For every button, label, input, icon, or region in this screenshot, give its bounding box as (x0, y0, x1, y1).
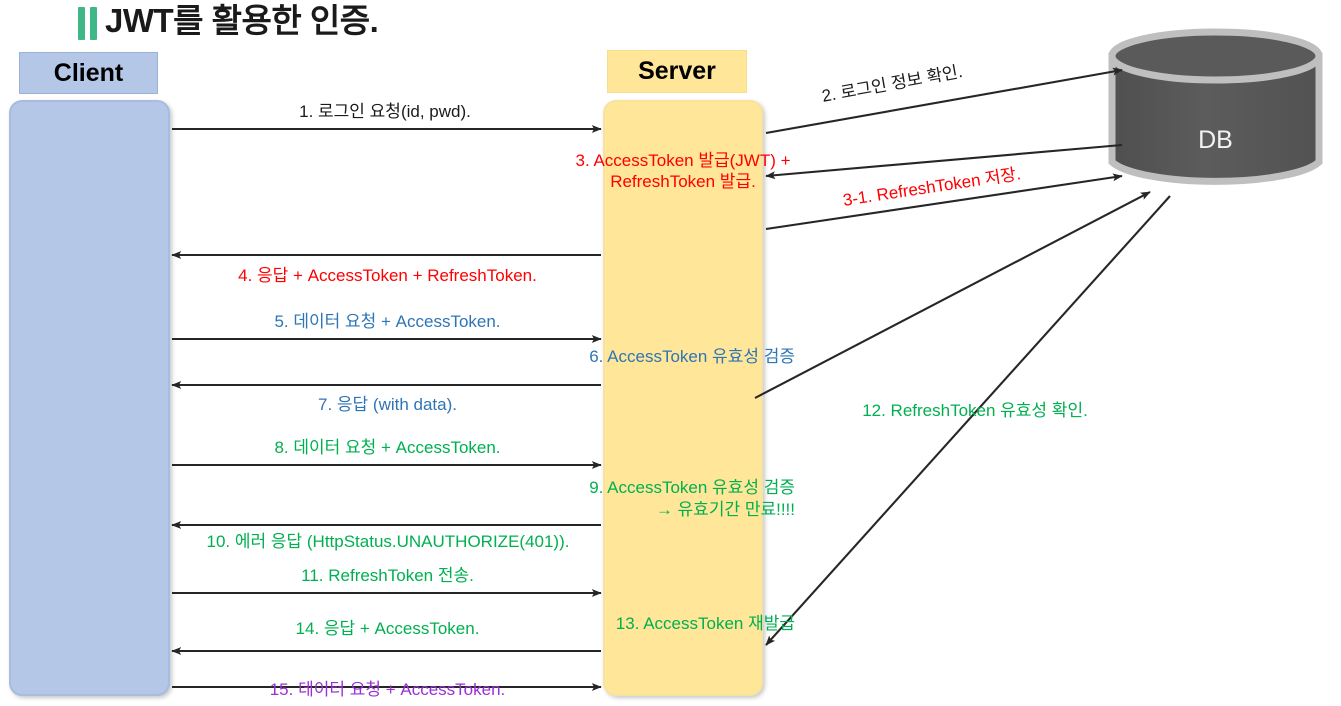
message-label-10: 10. 에러 응답 (HttpStatus.UNAUTHORIZE(401)). (206, 532, 570, 551)
message-label-9b: → 유효기간 만료!!!! (655, 500, 795, 519)
db-label: DB (1198, 126, 1233, 154)
message-label-1: 1. 로그인 요청(id, pwd). (299, 102, 471, 121)
message-label-6: 6. AccessToken 유효성 검증 (589, 347, 795, 366)
message-label-7: 7. 응답 (with data). (318, 395, 457, 414)
message-label-3: 3. AccessToken 발급(JWT) + (575, 151, 791, 170)
page-title-text: JWT를 활용한 인증. (105, 2, 379, 39)
server-lifeline (603, 100, 763, 696)
client-lifeline (9, 100, 170, 696)
message-label-13: 13. AccessToken 재발급 (615, 614, 795, 633)
message-label-11: 11. RefreshToken 전송. (301, 566, 474, 585)
page-title: JWT를 활용한 인증. (78, 2, 379, 40)
message-label-8: 8. 데이터 요청 + AccessToken. (274, 438, 501, 457)
message-label-5: 5. 데이터 요청 + AccessToken. (274, 312, 501, 331)
message-label-3-1: 3-1. RefreshToken 저장. (841, 164, 1023, 210)
message-label-14: 14. 응답 + AccessToken. (295, 619, 480, 638)
message-label-12: 12. RefreshToken 유효성 확인. (862, 401, 1088, 420)
message-label-3b: RefreshToken 발급. (610, 172, 756, 191)
server-header: Server (607, 50, 747, 93)
server-label: Server (638, 57, 716, 85)
message-label-9: 9. AccessToken 유효성 검증 (589, 478, 795, 497)
title-accent-bars-icon (78, 7, 97, 40)
db-cylinder-icon (1108, 28, 1323, 185)
arrow-12-up (754, 191, 1151, 399)
message-label-4: 4. 응답 + AccessToken + RefreshToken. (238, 266, 537, 285)
message-label-2: 2. 로그인 정보 확인. (820, 61, 964, 106)
message-label-15: 15. 데이터 요청 + AccessToken. (269, 680, 506, 699)
client-label: Client (53, 58, 124, 87)
client-header: Client (19, 52, 158, 94)
